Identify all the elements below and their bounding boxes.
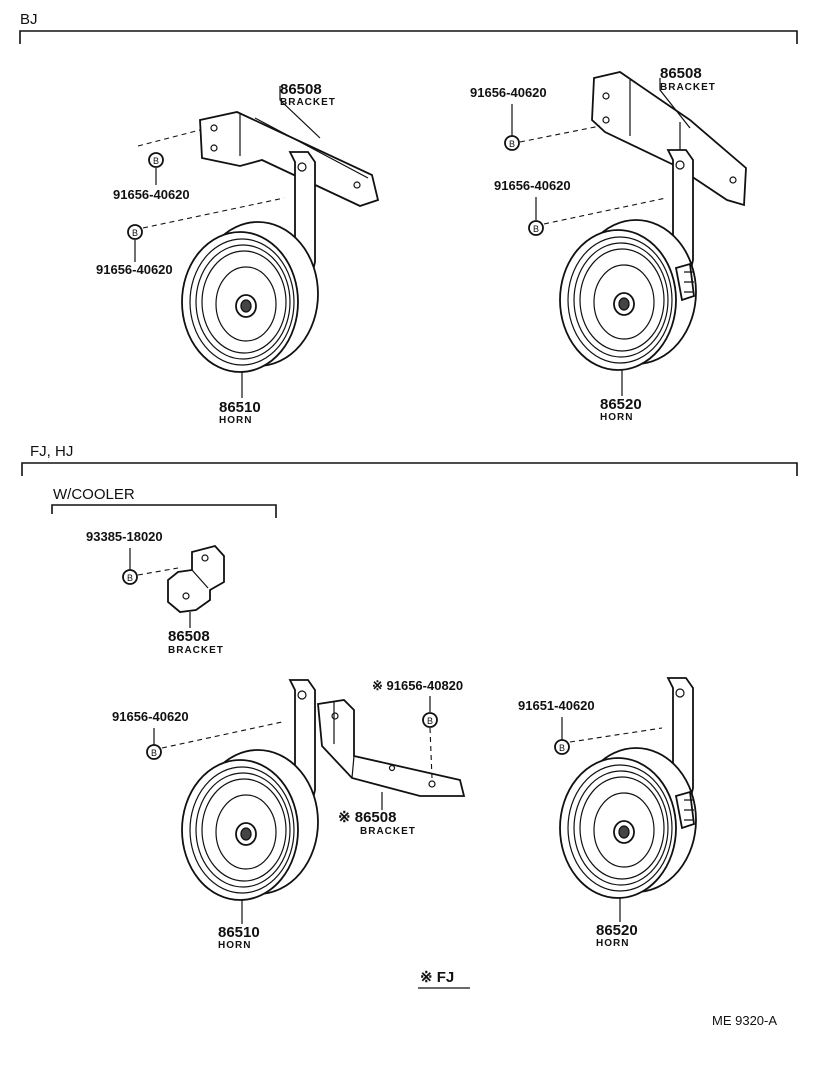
bj-left-bracket: [199, 111, 380, 207]
fj-right-bolt-label: 91651-40620: [518, 698, 595, 713]
bj-right-horn-number: 86520: [600, 396, 642, 413]
bj-right-bracket-leader: [659, 78, 691, 129]
bj-right-bolt2-leader: [543, 197, 667, 225]
section-bracket-fjhj: [21, 462, 798, 476]
cooler-bracket: [167, 544, 225, 613]
bj-left-bracket-leader: [279, 86, 321, 139]
fj-right-bolt-icon: B: [554, 739, 570, 755]
svg-text:B: B: [151, 748, 157, 758]
footnote-fj: ※ FJ: [420, 969, 454, 986]
fj-mid-bolt-icon: B: [422, 712, 438, 728]
section-label-bj: BJ: [20, 11, 38, 28]
fj-mid-bracket-name: BRACKET: [360, 826, 416, 837]
bj-right-bracket-number: 86508: [660, 65, 702, 82]
bj-right-horn-terminal: [674, 262, 695, 302]
fj-left-bolt-icon: B: [146, 744, 162, 760]
bj-right-bolt2-label: 91656-40620: [494, 178, 571, 193]
fj-right-horn-number: 86520: [596, 922, 638, 939]
svg-text:B: B: [153, 156, 159, 166]
cooler-bracket-name: BRACKET: [168, 645, 224, 656]
fj-right-horn-name: HORN: [596, 938, 629, 949]
bj-left-bracket-name: BRACKET: [280, 97, 336, 108]
cooler-bolt-leader: [137, 567, 179, 576]
bj-left-horn-name: HORN: [219, 415, 252, 426]
bj-right-bolt1-icon: B: [504, 135, 520, 151]
bj-left-bracket-number: 86508: [280, 81, 322, 98]
bj-right-bolt1-label: 91656-40620: [470, 85, 547, 100]
svg-text:B: B: [559, 743, 565, 753]
fj-mid-bracket: [317, 699, 466, 797]
fj-left-horn-name: HORN: [218, 940, 251, 951]
svg-text:B: B: [127, 573, 133, 583]
drawing-code: ME 9320-A: [712, 1013, 777, 1028]
section-bracket-bj: [19, 30, 798, 44]
svg-text:B: B: [533, 224, 539, 234]
fj-left-horn: [181, 679, 319, 901]
bj-left-bolt1-label: 91656-40620: [113, 187, 190, 202]
cooler-bracket-number: 86508: [168, 628, 210, 645]
bj-left-horn-number: 86510: [219, 399, 261, 416]
section-bracket-cooler: [51, 504, 277, 518]
fj-mid-bracket-number: ※ 86508: [338, 809, 396, 826]
svg-text:B: B: [509, 139, 515, 149]
cooler-bolt-label: 93385-18020: [86, 529, 163, 544]
bj-left-bolt2-label: 91656-40620: [96, 262, 173, 277]
bj-right-bolt2-icon: B: [528, 220, 544, 236]
svg-text:B: B: [132, 228, 138, 238]
fj-mid-bolt-label: ※ 91656-40820: [372, 678, 463, 693]
fj-mid-bolt-leader: [429, 727, 433, 779]
bj-left-bolt2-leader: [142, 197, 285, 229]
fj-right-horn-terminal: [674, 790, 695, 830]
bj-left-horn: [181, 151, 319, 373]
bj-right-bolt1-leader: [519, 125, 601, 143]
bj-left-bolt1-leader: [137, 129, 201, 147]
fj-left-horn-number: 86510: [218, 924, 260, 941]
fj-left-bolt-label: 91656-40620: [112, 709, 189, 724]
fj-right-bolt-leader: [569, 727, 663, 743]
section-label-cooler: W/COOLER: [53, 486, 135, 503]
svg-text:B: B: [427, 716, 433, 726]
bj-left-bolt1-icon: B: [148, 152, 164, 168]
bj-left-bolt2-icon: B: [127, 224, 143, 240]
fj-left-bolt-leader: [161, 721, 283, 749]
bj-right-horn: [559, 149, 697, 371]
bj-right-horn-name: HORN: [600, 412, 633, 423]
section-label-fjhj: FJ, HJ: [30, 443, 73, 460]
cooler-bolt-icon: B: [122, 569, 138, 585]
bj-right-bracket-name: BRACKET: [660, 82, 716, 93]
